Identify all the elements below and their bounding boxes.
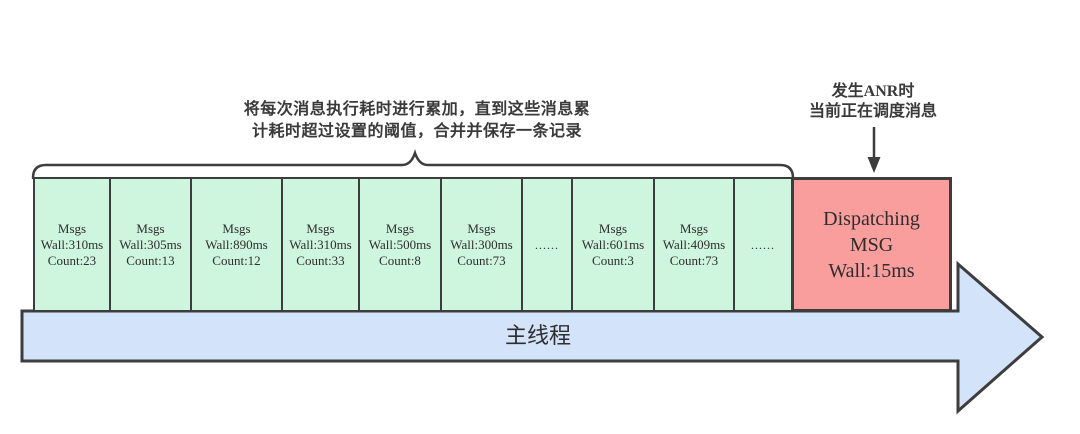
message-box: Msgs Wall:310ms Count:33 (281, 177, 360, 312)
message-box: Msgs Wall:409ms Count:73 (653, 177, 735, 312)
ellipsis-box: ...... (733, 177, 793, 312)
anr-note-line1: 发生ANR时 (831, 83, 915, 100)
wall-value: Wall:15ms (828, 259, 915, 282)
msgs-label: Msgs (306, 220, 335, 236)
message-box: Msgs Wall:601ms Count:3 (571, 177, 655, 312)
msgs-label: Msgs (222, 220, 251, 236)
wall-value: Wall:601ms (581, 236, 645, 252)
anr-note-line2: 当前正在调度消息 (808, 103, 937, 120)
msgs-label: Msgs (57, 220, 87, 236)
wall-value: Wall:890ms (205, 236, 268, 252)
count-value: Count:23 (47, 252, 97, 268)
count-value: Count:33 (296, 252, 345, 268)
ellipsis-text: ...... (751, 237, 775, 252)
dispatching-box: Dispatching MSG Wall:15ms (791, 177, 952, 312)
count-value: Count:12 (212, 252, 261, 268)
msgs-label: Msgs (385, 220, 415, 236)
message-box: Msgs Wall:500ms Count:8 (358, 177, 442, 312)
ellipsis-text: ...... (535, 237, 559, 252)
wall-value: Wall:409ms (662, 236, 726, 252)
main-thread-label: 主线程 (504, 323, 571, 348)
wall-value: Wall:310ms (40, 236, 104, 252)
wall-value: Wall:305ms (119, 236, 182, 252)
accumulate-note-line2: 计耗时超过设置的阈值，合并并保存一条记录 (251, 123, 582, 140)
wall-value: Wall:500ms (368, 236, 432, 252)
message-box: Msgs Wall:300ms Count:73 (440, 177, 523, 312)
count-value: Count:3 (592, 252, 634, 268)
msgs-label: Msgs (467, 220, 496, 236)
ellipsis-box: ...... (521, 177, 573, 312)
anr-note: 发生ANR时 当前正在调度消息 (773, 82, 973, 122)
accumulate-note: 将每次消息执行耗时进行累加，直到这些消息累 计耗时超过设置的阈值，合并并保存一条… (167, 99, 667, 143)
message-box-row: Msgs Wall:310ms Count:23 Msgs Wall:305ms… (33, 177, 793, 312)
message-box: Msgs Wall:305ms Count:13 (109, 177, 192, 312)
main-thread-arrow (20, 260, 1045, 415)
wall-value: Wall:310ms (289, 236, 352, 252)
count-value: Count:8 (379, 252, 421, 268)
msgs-label: Msgs (598, 220, 628, 236)
brace-icon (31, 149, 795, 180)
down-arrow-head-icon (867, 157, 881, 173)
dispatching-label: Dispatching (823, 207, 920, 230)
msg-label: MSG (849, 233, 894, 256)
msgs-label: Msgs (136, 220, 165, 236)
message-box: Msgs Wall:890ms Count:12 (190, 177, 283, 312)
count-value: Count:73 (457, 252, 506, 268)
msgs-label: Msgs (679, 220, 709, 236)
count-value: Count:13 (126, 252, 175, 268)
wall-value: Wall:300ms (450, 236, 513, 252)
accumulate-note-line1: 将每次消息执行耗时进行累加，直到这些消息累 (243, 101, 591, 118)
message-box: Msgs Wall:310ms Count:23 (33, 177, 111, 312)
count-value: Count:73 (669, 252, 719, 268)
